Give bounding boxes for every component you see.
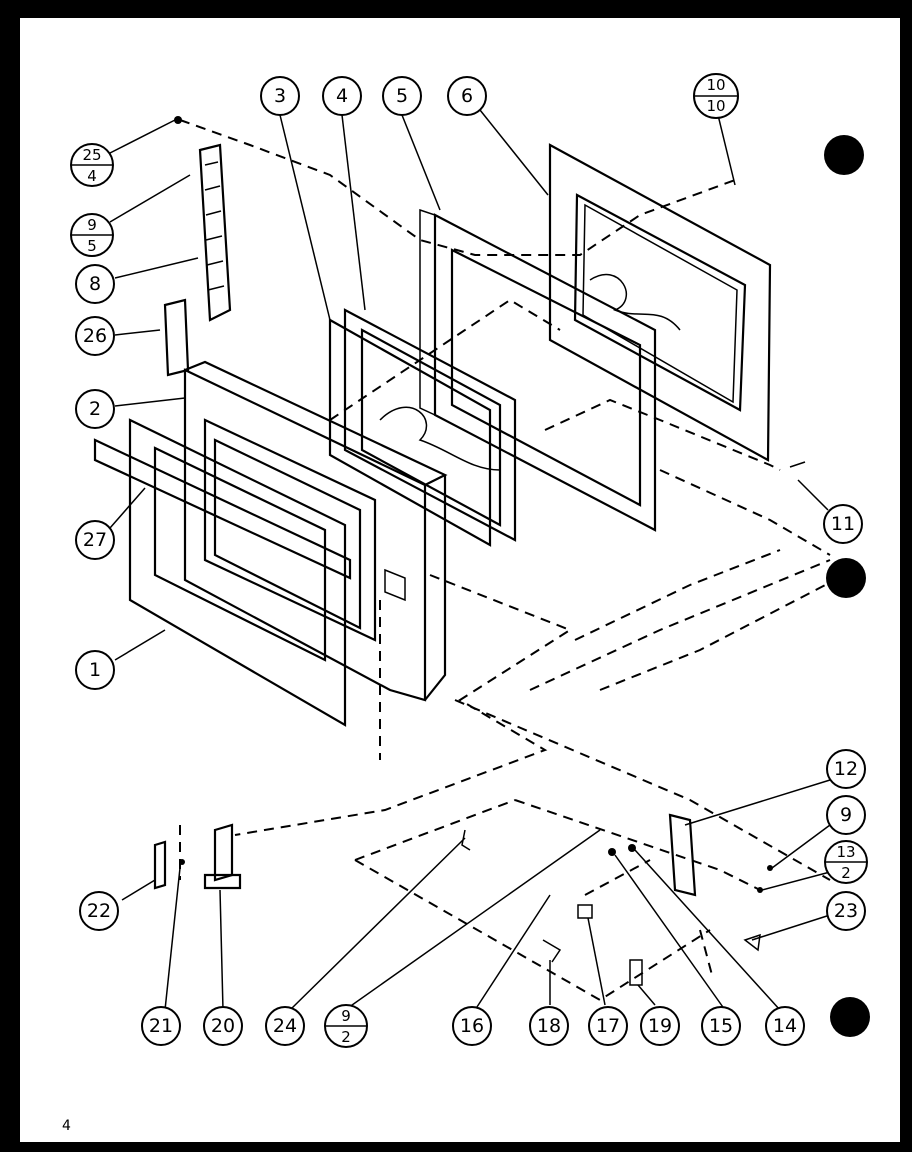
part-27-trim-bar <box>93 438 352 580</box>
callout-6: 6 <box>447 76 487 116</box>
part-12-switch-bracket <box>668 813 697 897</box>
svg-text:4: 4 <box>336 85 348 107</box>
part-26-block <box>163 298 190 377</box>
assembly-dashed-lines <box>179 119 836 1002</box>
svg-text:14: 14 <box>773 1015 797 1037</box>
svg-text:20: 20 <box>211 1015 235 1037</box>
callout-2: 2 <box>75 389 115 429</box>
punch-hole-top <box>824 135 864 175</box>
svg-text:11: 11 <box>831 513 855 535</box>
svg-text:6: 6 <box>461 85 473 107</box>
svg-text:24: 24 <box>273 1015 297 1037</box>
callout-11: 11 <box>823 504 863 544</box>
callout-23: 23 <box>826 891 866 931</box>
svg-text:2: 2 <box>841 864 851 882</box>
svg-text:2: 2 <box>341 1028 351 1046</box>
callout-8: 8 <box>75 264 115 304</box>
page-number: 4 <box>62 1118 71 1134</box>
svg-text:10: 10 <box>706 76 725 94</box>
svg-text:9: 9 <box>341 1007 351 1025</box>
svg-text:27: 27 <box>83 529 107 551</box>
svg-text:5: 5 <box>87 237 97 255</box>
part-3-gasket <box>328 318 492 547</box>
part-20-latch <box>203 823 242 890</box>
callout-21: 21 <box>141 1006 181 1046</box>
svg-text:10: 10 <box>706 97 725 115</box>
svg-text:23: 23 <box>834 900 858 922</box>
callout-16: 16 <box>452 1006 492 1046</box>
part-4-glass-frame <box>343 308 517 542</box>
svg-text:16: 16 <box>460 1015 484 1037</box>
callout-19: 19 <box>640 1006 680 1046</box>
callout-27: 27 <box>75 520 115 560</box>
callout-12: 12 <box>826 749 866 789</box>
svg-text:1: 1 <box>89 659 101 681</box>
punch-hole-bottom <box>830 997 870 1037</box>
callout-9-2: 92 <box>324 1004 368 1048</box>
callout-20: 20 <box>203 1006 243 1046</box>
svg-text:26: 26 <box>83 325 107 347</box>
svg-text:15: 15 <box>709 1015 733 1037</box>
svg-text:18: 18 <box>537 1015 561 1037</box>
part-1-outer-frame <box>128 418 347 727</box>
callout-9: 9 <box>826 795 866 835</box>
svg-text:8: 8 <box>89 273 101 295</box>
part-8-hinge-strip <box>198 143 232 322</box>
svg-text:22: 22 <box>87 900 111 922</box>
part-2-door-frame <box>183 360 448 702</box>
svg-text:5: 5 <box>396 85 408 107</box>
svg-text:17: 17 <box>596 1015 620 1037</box>
punch-hole-middle <box>826 558 866 598</box>
callout-18: 18 <box>529 1006 569 1046</box>
part-5-choke-frame <box>419 208 657 532</box>
part-22-cap <box>153 840 167 890</box>
svg-text:19: 19 <box>648 1015 672 1037</box>
callout-26: 26 <box>75 316 115 356</box>
callout-17: 17 <box>588 1006 628 1046</box>
svg-text:3: 3 <box>274 85 286 107</box>
callout-13-2: 132 <box>824 840 868 884</box>
svg-text:12: 12 <box>834 758 858 780</box>
callout-4: 4 <box>322 76 362 116</box>
svg-text:2: 2 <box>89 398 101 420</box>
svg-text:4: 4 <box>87 167 97 185</box>
small-hardware <box>174 116 806 986</box>
callout-25-4: 254 <box>70 143 114 187</box>
callout-15: 15 <box>701 1006 741 1046</box>
callout-9-5: 95 <box>70 213 114 257</box>
svg-text:9: 9 <box>87 216 97 234</box>
leader-lines <box>109 109 831 1011</box>
callout-1: 1 <box>75 650 115 690</box>
callout-3: 3 <box>260 76 300 116</box>
svg-text:21: 21 <box>149 1015 173 1037</box>
svg-text:13: 13 <box>836 843 855 861</box>
callout-5: 5 <box>382 76 422 116</box>
callout-14: 14 <box>765 1006 805 1046</box>
svg-text:25: 25 <box>82 146 101 164</box>
callout-22: 22 <box>79 891 119 931</box>
svg-text:9: 9 <box>840 804 852 826</box>
callout-24: 24 <box>265 1006 305 1046</box>
